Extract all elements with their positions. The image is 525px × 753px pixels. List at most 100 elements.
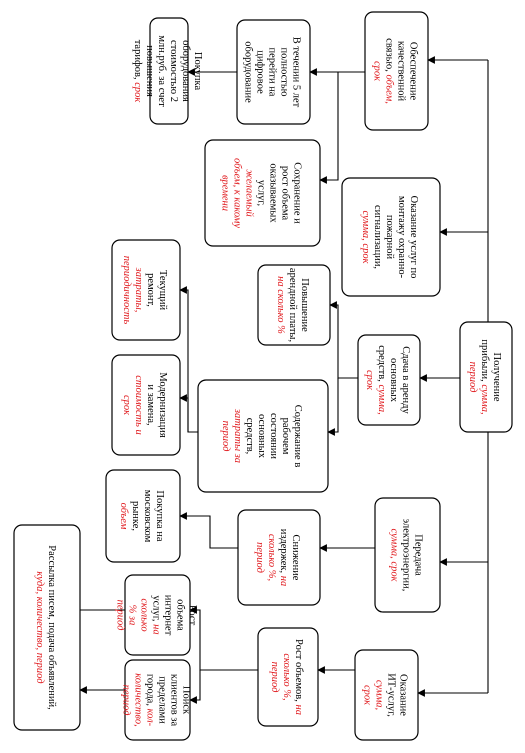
node-box: [13, 524, 81, 731]
node-s2: Сохранение ирост объемаоказываемыхуслуг,…: [204, 139, 321, 247]
node-label-text: основных: [388, 358, 399, 403]
node-t1: Покупкаоборудованиястоимостью 2млн.руб. …: [132, 17, 203, 125]
node-label-text: города,: [145, 674, 156, 709]
edge-c1-s2: [319, 72, 339, 184]
node-box: [341, 177, 441, 297]
node-box: [236, 19, 311, 125]
node-label-text: млн.руб. за счет: [156, 35, 167, 107]
node-t5: Ростобъемаинтернетуслуг, насколько% запе…: [115, 574, 198, 656]
node-label-emphasis: сумма, срок: [389, 529, 400, 582]
node-s4: Содержание врабочемсостоянииосновныхсред…: [197, 379, 329, 493]
node-box: [459, 321, 513, 433]
node-label-emphasis: времени: [220, 175, 231, 211]
node-label-text: Рост: [187, 605, 198, 626]
node-s6: Рост объемов, насколько %,период: [257, 627, 319, 727]
node-label-emphasis: период: [467, 362, 478, 393]
edge-c3-s3: [329, 301, 358, 379]
node-label: Модернизацияи замена,стоимость исрок: [121, 372, 168, 438]
node-t2: Текущийремонт,затраты,периодичность: [111, 239, 181, 341]
edge-c3-s4: [327, 378, 339, 436]
node-label-emphasis: на сколько %: [275, 276, 286, 334]
node-box: [149, 17, 189, 125]
node-label-text: пожарной: [384, 215, 395, 260]
node-box: [111, 354, 181, 456]
node-label: Покупкаоборудованиястоимостью 2млн.руб. …: [132, 35, 203, 107]
node-label-emphasis: % за: [127, 605, 138, 626]
node-label-text: Рассылка писем, подача объявлений,: [46, 545, 57, 709]
node-label-emphasis: сколько: [139, 598, 150, 631]
node-label-text: Сдача в аренду: [400, 346, 411, 414]
node-label: Ростобъемаинтернетуслуг, насколько% запе…: [115, 595, 198, 636]
node-label-emphasis: период: [220, 421, 231, 452]
node-label: Передачаэлектроэнергии,сумма, срок: [389, 519, 424, 592]
node-box: [257, 264, 331, 346]
node-label: Рост объемов, насколько %,период: [269, 639, 304, 715]
node-label-text: московском: [142, 490, 153, 543]
edge-s6-t6: [189, 670, 201, 704]
node-label-emphasis: срок: [362, 685, 373, 705]
node-label-emphasis: количество,: [133, 673, 144, 726]
node-label-text: рабочем: [280, 418, 291, 455]
node-c5: ОказаниеИТ-услуг,сумма,срок: [354, 649, 419, 741]
node-label-text: сигнализации,: [372, 205, 383, 269]
node-label: В течении 5 летполностьюперейти нацифров…: [243, 37, 302, 108]
node-label-text: объема: [175, 599, 186, 631]
node-label-text: Сохранение и: [292, 162, 303, 224]
node-label-text: Покупка: [192, 52, 203, 91]
node-label-text: Рост объемов,: [293, 639, 304, 705]
node-label-emphasis: на: [293, 705, 304, 715]
node-label: Сдача в арендуосновныхсредств, сумма,сро…: [364, 345, 411, 415]
node-box: [357, 334, 421, 426]
node-label: Поискклиентов запределамигорода, кол-кол…: [121, 673, 192, 726]
node-label-emphasis: период: [121, 685, 132, 716]
node-label-text: Текущий: [157, 270, 168, 311]
node-label-text: и замена,: [145, 384, 156, 425]
node-label-text: интернет: [163, 595, 174, 636]
node-label-emphasis: затраты за: [232, 408, 243, 463]
node-label-text: основных: [256, 414, 267, 459]
node-s1: В течении 5 летполностьюперейти нацифров…: [236, 19, 311, 125]
node-c3: Сдача в арендуосновныхсредств, сумма,сро…: [357, 334, 421, 426]
node-label-text: рынке,: [130, 501, 141, 531]
node-label-text: стоимостью 2: [168, 40, 179, 102]
node-label-text: тарифов,: [132, 40, 143, 83]
node-label: Сохранение ирост объемаоказываемыхуслуг,…: [220, 158, 303, 228]
edge-s4-t3: [179, 394, 189, 432]
node-label-text: качественной: [396, 41, 407, 102]
node-label: Оказание услуг помонтажу охранно-пожарно…: [360, 196, 419, 279]
node-box: [124, 659, 191, 741]
node-box: [364, 11, 429, 131]
node-label-text: средств,: [376, 345, 387, 384]
node-label-emphasis: на: [151, 624, 162, 634]
node-label-text: монтажу охранно-: [396, 196, 407, 279]
node-label-emphasis: сумма, срок: [360, 211, 371, 264]
node-label-text: перейти на: [267, 48, 278, 97]
node-box: [124, 574, 191, 656]
node-label: Снижениеиздержек, насколько %,период: [254, 529, 301, 586]
node-label-text: полностью: [279, 48, 290, 97]
node-label: Текущийремонт,затраты,периодичность: [121, 256, 168, 325]
connector-lines: [79, 56, 489, 704]
node-s5: Снижениеиздержек, насколько %,период: [237, 509, 321, 606]
node-label-text: Поиск: [181, 686, 192, 715]
node-box: [204, 139, 321, 247]
node-label-emphasis: сумма,: [374, 680, 385, 710]
node-label-emphasis: желаемый: [244, 169, 255, 217]
node-label-text: Обеспечение: [408, 42, 419, 101]
node-label-emphasis: срок: [364, 370, 375, 390]
node-label-text: арендной платы,: [287, 268, 298, 342]
node-label-text: повышения: [144, 45, 155, 97]
node-root: Получениеприбыли, сумма,период: [459, 321, 513, 433]
node-t3: Модернизацияи замена,стоимость исрок: [111, 354, 181, 456]
node-label-text: Повышение: [299, 278, 310, 332]
node-label-text: издержек,: [278, 529, 289, 576]
edge-s5-t4: [179, 512, 238, 549]
node-t4: Покупка намосковскомрынке,объем: [105, 469, 181, 563]
node-label-text: клиентов за: [169, 674, 180, 727]
node-label-emphasis: затраты,: [133, 267, 144, 313]
node-label-emphasis: на: [278, 576, 289, 586]
node-label-emphasis: срок: [132, 82, 143, 102]
node-label: ОказаниеИТ-услуг,сумма,срок: [362, 673, 409, 717]
node-label-text: пределами: [157, 676, 168, 724]
